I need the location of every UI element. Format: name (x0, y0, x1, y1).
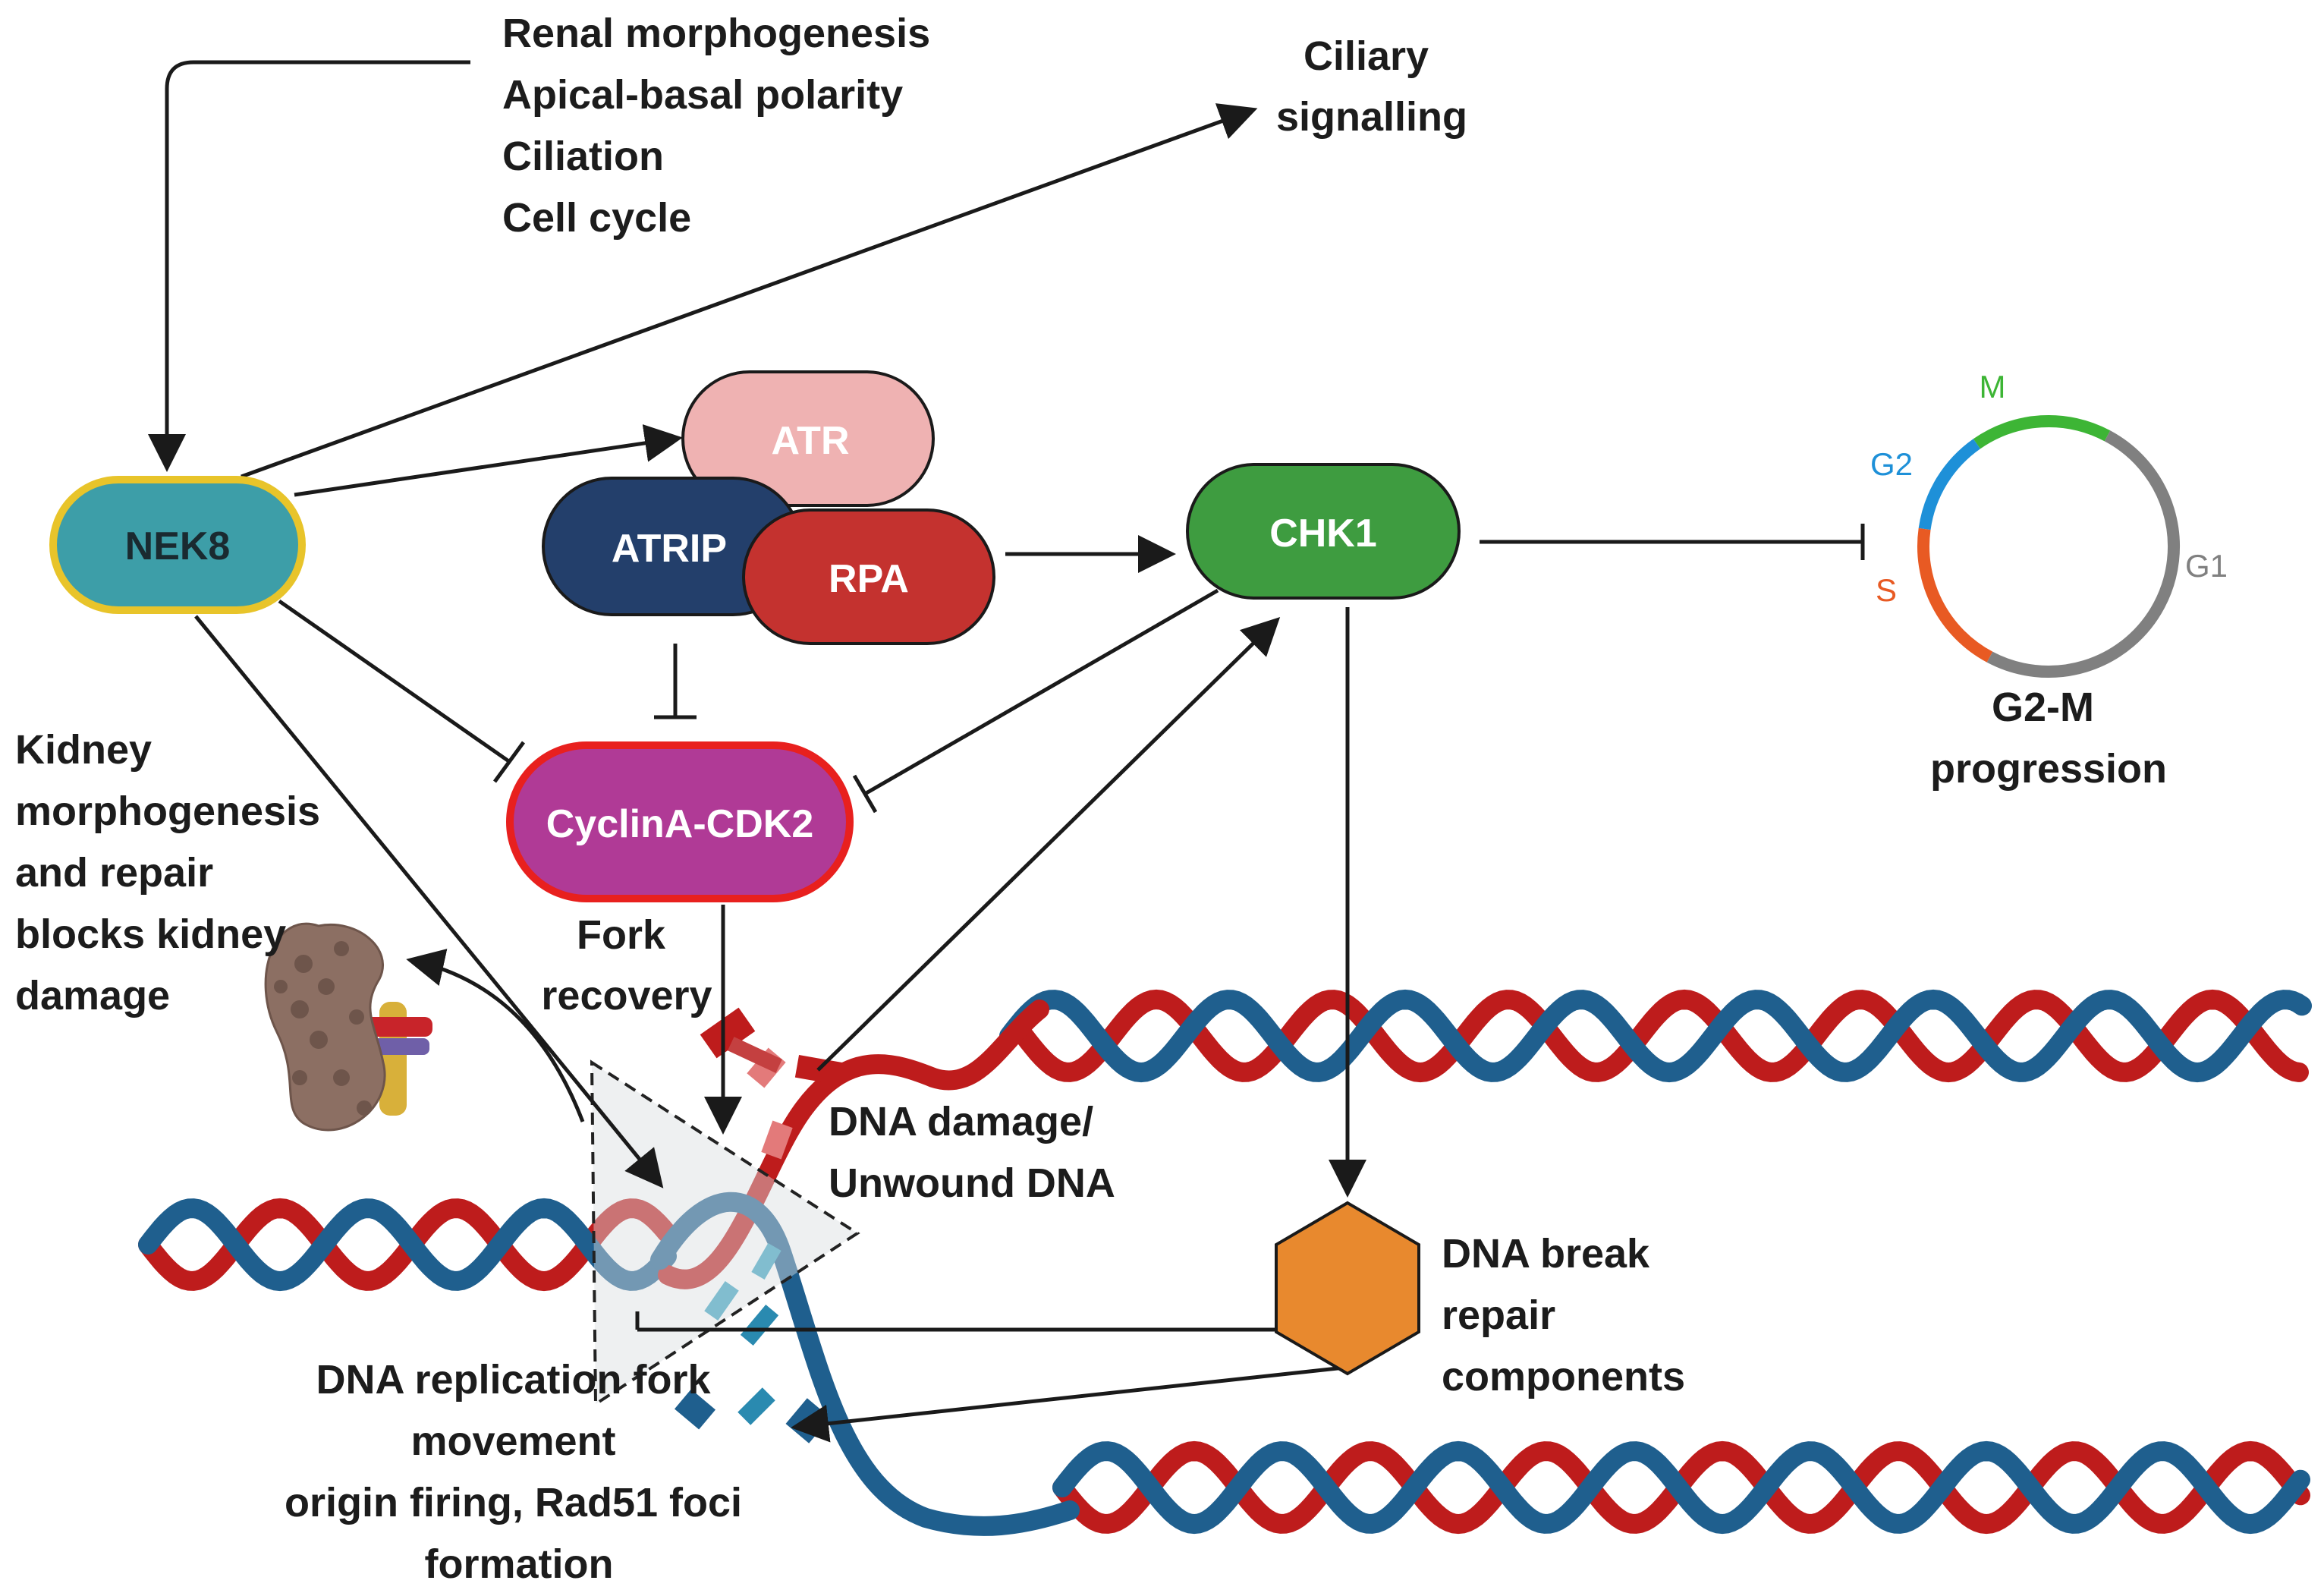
nek8-function-4: Cell cycle (502, 195, 691, 241)
arrow-repair-to-fragments (791, 1365, 1345, 1443)
rpa-label: RPA (829, 557, 909, 601)
cell-cycle-arc-g2 (1918, 439, 1981, 530)
nek8-label: NEK8 (125, 524, 231, 568)
dna-strand-top-blue (999, 989, 2312, 1083)
atrip-label: ATRIP (612, 527, 727, 571)
kidney-line-3: and repair (15, 850, 213, 896)
connectors (148, 60, 1865, 1443)
fragment-red-1 (700, 1007, 756, 1059)
dna-strand-bottom-blue (1052, 1440, 2310, 1535)
phase-label-m: M (1980, 369, 2006, 405)
phase-label-g1: G1 (2185, 548, 2228, 584)
g2m-line-1: G2-M (1992, 685, 2094, 730)
fragment-blue-6 (751, 1242, 781, 1280)
dna-repair-text: DNA break repair components (1442, 1231, 1685, 1399)
inhibit-chk1-to-cdk2 (863, 588, 1219, 796)
fork-recovery-line-1: Fork (577, 912, 666, 958)
phase-label-s: S (1876, 572, 1897, 608)
phase-label-g2: G2 (1870, 446, 1913, 482)
inhibit-bar-chk1-cdk2 (852, 774, 878, 814)
atr-label: ATR (771, 419, 849, 463)
kidney-line-5: damage (15, 973, 170, 1018)
dna-strand-left-blue (138, 1198, 677, 1292)
cell-cycle-arc-g1 (1986, 430, 2181, 678)
dna-damage-text: DNA damage/ Unwound DNA (829, 1099, 1115, 1206)
kidney-line-1: Kidney (15, 727, 152, 773)
node-chk1: CHK1 (1186, 463, 1461, 600)
kidney-line-2: morphogenesis (15, 789, 320, 834)
dna-repair-line-2: repair (1442, 1292, 1555, 1338)
node-atr: ATR (681, 370, 935, 507)
node-nek8: NEK8 (49, 476, 306, 614)
arrow-nek8-to-fork (194, 615, 664, 1188)
fragment-blue-3 (674, 1389, 716, 1430)
dna-strand-top-red (1014, 989, 2309, 1083)
arrow-damage-to-chk1 (816, 617, 1281, 1072)
replication-line-1: DNA replication fork (316, 1357, 711, 1403)
ciliary-text: Ciliary signalling (1276, 33, 1467, 140)
fork-recovery-text: Fork recovery (541, 912, 712, 1018)
cyclina-cdk2-label: CyclinA-CDK2 (546, 802, 814, 846)
nek8-function-2: Apical-basal polarity (502, 72, 903, 118)
dna-damage-line-1: DNA damage/ (829, 1099, 1093, 1144)
dna-fork-red-strand (658, 1000, 1049, 1289)
replication-line-3: origin firing, Rad51 foci (285, 1480, 742, 1525)
nek8-function-1: Renal morphogenesis (502, 11, 930, 56)
ciliary-line-1: Ciliary (1304, 33, 1429, 79)
cell-cycle-arc-m (1973, 415, 2111, 449)
dna-double-helix (138, 989, 2312, 1536)
dna-repair-line-1: DNA break (1442, 1231, 1650, 1277)
replication-line-2: movement (410, 1418, 615, 1464)
fragment-red-3 (761, 1120, 793, 1160)
replication-text: DNA replication fork movement origin fir… (285, 1357, 753, 1587)
dna-repair-line-3: components (1442, 1354, 1685, 1399)
dna-damage-line-2: Unwound DNA (829, 1160, 1115, 1206)
g2m-line-2: progression (1930, 746, 2167, 792)
fragment-blue-2 (740, 1305, 779, 1346)
dna-fork-blue-strand (650, 1192, 1080, 1536)
node-cyclina-cdk2: CyclinA-CDK2 (506, 741, 854, 902)
inhibit-nek8-to-cdk2 (278, 599, 511, 764)
ciliary-line-2: signalling (1276, 94, 1467, 140)
inhibit-bar-nek8-cdk2 (492, 741, 526, 783)
replication-line-4: formation (425, 1541, 614, 1587)
chk1-label: CHK1 (1269, 512, 1377, 556)
cell-cycle-ring: M G2 S G1 (1870, 369, 2228, 678)
kidney-line-4: blocks kidney (15, 911, 286, 957)
nek8-functions-text: Renal morphogenesis Apical-basal polarit… (502, 11, 942, 241)
fragment-red-4 (728, 1037, 782, 1073)
g2m-text: G2-M progression (1930, 685, 2167, 792)
fork-recovery-line-2: recovery (541, 973, 712, 1018)
kidney-icon (264, 922, 432, 1132)
node-rpa: RPA (742, 508, 995, 645)
fragment-blue-1 (704, 1281, 739, 1321)
dna-repair-hexagon (1275, 1201, 1420, 1376)
fragment-blue-4 (737, 1387, 775, 1425)
kidney-text: Kidney morphogenesis and repair blocks k… (15, 727, 332, 1018)
cell-cycle-arc-s (1917, 527, 1993, 663)
arrow-nek8-to-atr (294, 424, 683, 497)
arrow-nek8-to-ciliary (241, 103, 1258, 479)
arrow-fork-to-kidney (406, 949, 585, 1122)
node-atrip: ATRIP (542, 477, 803, 616)
nek8-function-3: Ciliation (502, 134, 664, 179)
arrow-functions-to-nek8 (148, 60, 470, 472)
